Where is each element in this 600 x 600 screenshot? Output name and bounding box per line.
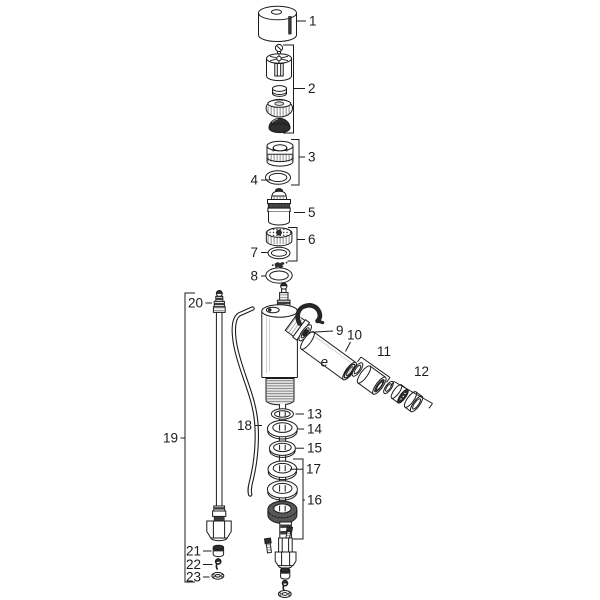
o-ring [383, 380, 394, 395]
fixing-bolt-left [263, 537, 273, 554]
callout-23: 23 [186, 570, 201, 585]
adapter-ring [272, 85, 287, 97]
faucet-body [261, 282, 298, 406]
part-16-group [266, 480, 298, 524]
callout-3: 3 [308, 150, 316, 165]
callout-16: 16 [307, 493, 322, 508]
part-14-washer [266, 419, 298, 440]
o-ring [351, 362, 364, 377]
part-4-o-ring [265, 170, 291, 185]
callout-5: 5 [308, 205, 316, 220]
part-10-spout-tube [300, 331, 357, 381]
retaining-clip [295, 303, 325, 326]
tube-mark: e [321, 355, 329, 370]
part-18-flexible-hose [231, 306, 259, 497]
part-12-group [383, 380, 424, 413]
callout-4: 4 [250, 173, 258, 188]
callout-9: 9 [336, 323, 344, 338]
callout-7: 7 [250, 245, 258, 260]
callout-6: 6 [308, 232, 316, 247]
part-5-cartridge [267, 188, 291, 226]
seal-detail [271, 261, 288, 268]
callout-12: 12 [414, 364, 429, 379]
rod-shaft [215, 311, 223, 507]
aerator-ring [403, 391, 424, 413]
part-2-handle-adapter-group [265, 43, 293, 134]
body-top-stem [276, 282, 291, 307]
callout-14: 14 [307, 422, 323, 437]
callout-20: 20 [188, 296, 203, 311]
callout-labels: 1 2 3 4 5 6 7 8 9 10 11 12 13 14 15 16 1… [163, 14, 429, 585]
part-17-washer [267, 460, 298, 481]
washer [277, 590, 292, 598]
base-seal-ring [267, 500, 298, 524]
callout-1: 1 [309, 14, 317, 29]
callout-10: 10 [347, 328, 362, 343]
part-21-plug [212, 544, 225, 558]
part-22-hook-pin [214, 558, 222, 571]
spout-sleeve [356, 365, 387, 395]
body-threaded-base [265, 378, 295, 406]
part-7-o-ring [267, 246, 291, 260]
plug [280, 567, 291, 580]
part-11-group [351, 362, 387, 395]
knurled-nut [265, 98, 293, 118]
shank-fixing-set [263, 521, 297, 598]
callout-8: 8 [250, 269, 258, 284]
pull-rod-assembly [206, 290, 232, 542]
part-23-washer [211, 571, 225, 580]
callout-21: 21 [186, 544, 201, 559]
part-13-o-ring [270, 408, 294, 420]
part-6-knurled-ring [265, 227, 293, 247]
callout-2: 2 [308, 81, 316, 96]
callout-15: 15 [307, 441, 322, 456]
adapter-sleeve [266, 53, 292, 82]
callout-19: 19 [163, 431, 178, 446]
washer [266, 480, 298, 501]
part-1-handle-cap [258, 5, 297, 42]
rod-bottom-connector [206, 505, 232, 542]
callout-13: 13 [307, 407, 322, 422]
callout-22: 22 [186, 557, 201, 572]
part-3-retainer-sleeve [266, 140, 294, 167]
part-8-o-ring [265, 267, 293, 284]
dome-cap [268, 117, 291, 134]
callout-17: 17 [306, 462, 321, 477]
aerator-insert [390, 384, 409, 404]
part-15-washer [268, 440, 296, 458]
callout-18: 18 [237, 418, 252, 433]
callout-annotations [180, 20, 433, 583]
shank-nut [274, 551, 297, 569]
callout-11: 11 [377, 344, 391, 359]
rod-top-fitting [212, 290, 226, 313]
